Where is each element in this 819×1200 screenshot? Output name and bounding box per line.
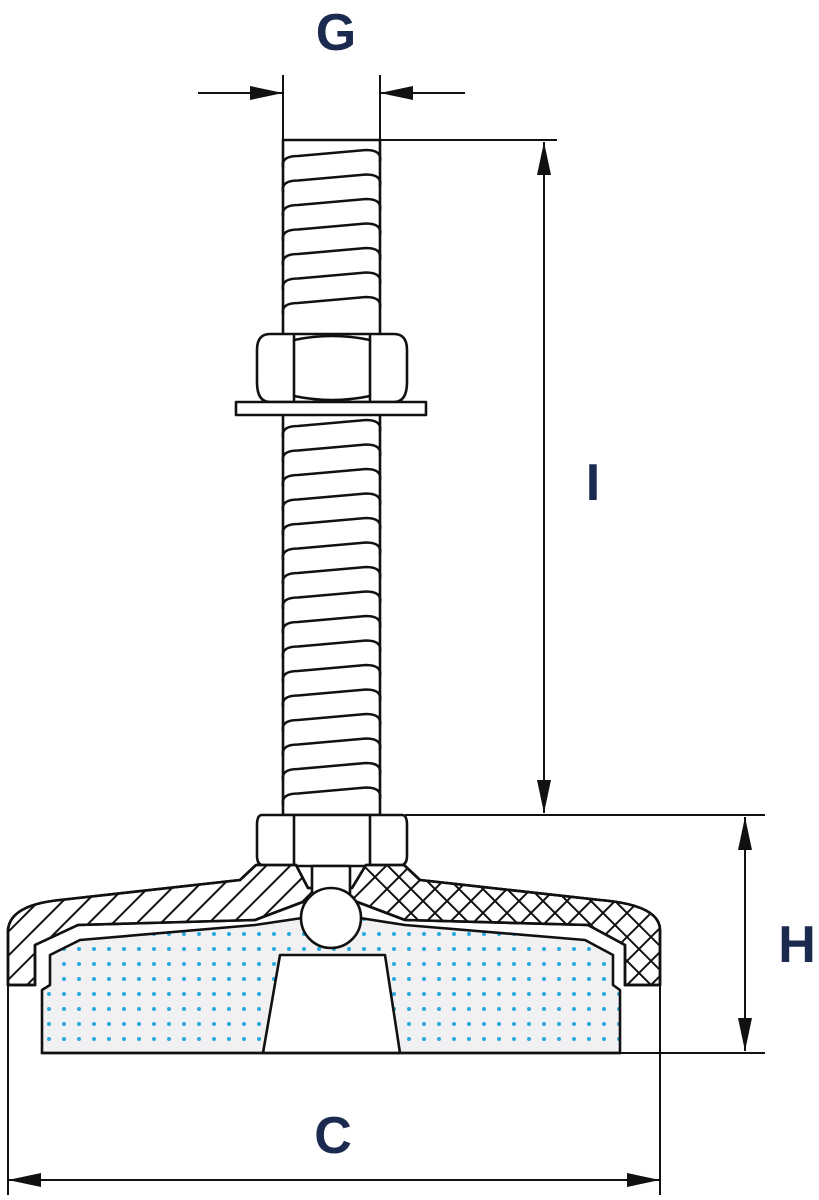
label-c: C (314, 1107, 352, 1165)
thread-crest (281, 565, 382, 586)
threaded-stud (281, 138, 382, 817)
dimension-c: C (7, 985, 661, 1195)
thread-crest (281, 590, 382, 610)
thread-crest (281, 443, 382, 463)
thread-crest (281, 737, 382, 757)
washer (234, 400, 428, 417)
thread-lines-lower (281, 418, 382, 806)
thread-crest (281, 173, 382, 193)
thread-crest (281, 222, 382, 242)
thread-crest (281, 295, 382, 316)
label-g: G (316, 4, 356, 62)
thread-crest (281, 786, 382, 806)
thread-crest (281, 271, 382, 291)
thread-crest (281, 467, 382, 488)
ball-joint (299, 886, 363, 950)
lock-nut (255, 332, 409, 404)
thread-crest (281, 614, 382, 635)
thread-crest (281, 712, 382, 733)
label-h: H (778, 916, 816, 974)
thread-crest (281, 688, 382, 708)
thread-crest (281, 639, 382, 659)
dimension-i: I (380, 139, 600, 813)
thread-crest (281, 516, 382, 537)
thread-crest (281, 197, 382, 218)
dimension-h: H (405, 814, 816, 1054)
thread-crest (281, 492, 382, 512)
thread-crest (281, 418, 382, 439)
dimension-g: G (198, 4, 465, 142)
thread-crest (281, 761, 382, 782)
thread-crest (281, 246, 382, 267)
hatch-line (611, 865, 660, 985)
thread-lines-upper (281, 148, 382, 316)
thread-crest (281, 663, 382, 684)
rubber-pad (40, 916, 622, 1055)
thread-crest (281, 541, 382, 561)
thread-crest (281, 148, 382, 169)
label-i: I (586, 454, 600, 512)
